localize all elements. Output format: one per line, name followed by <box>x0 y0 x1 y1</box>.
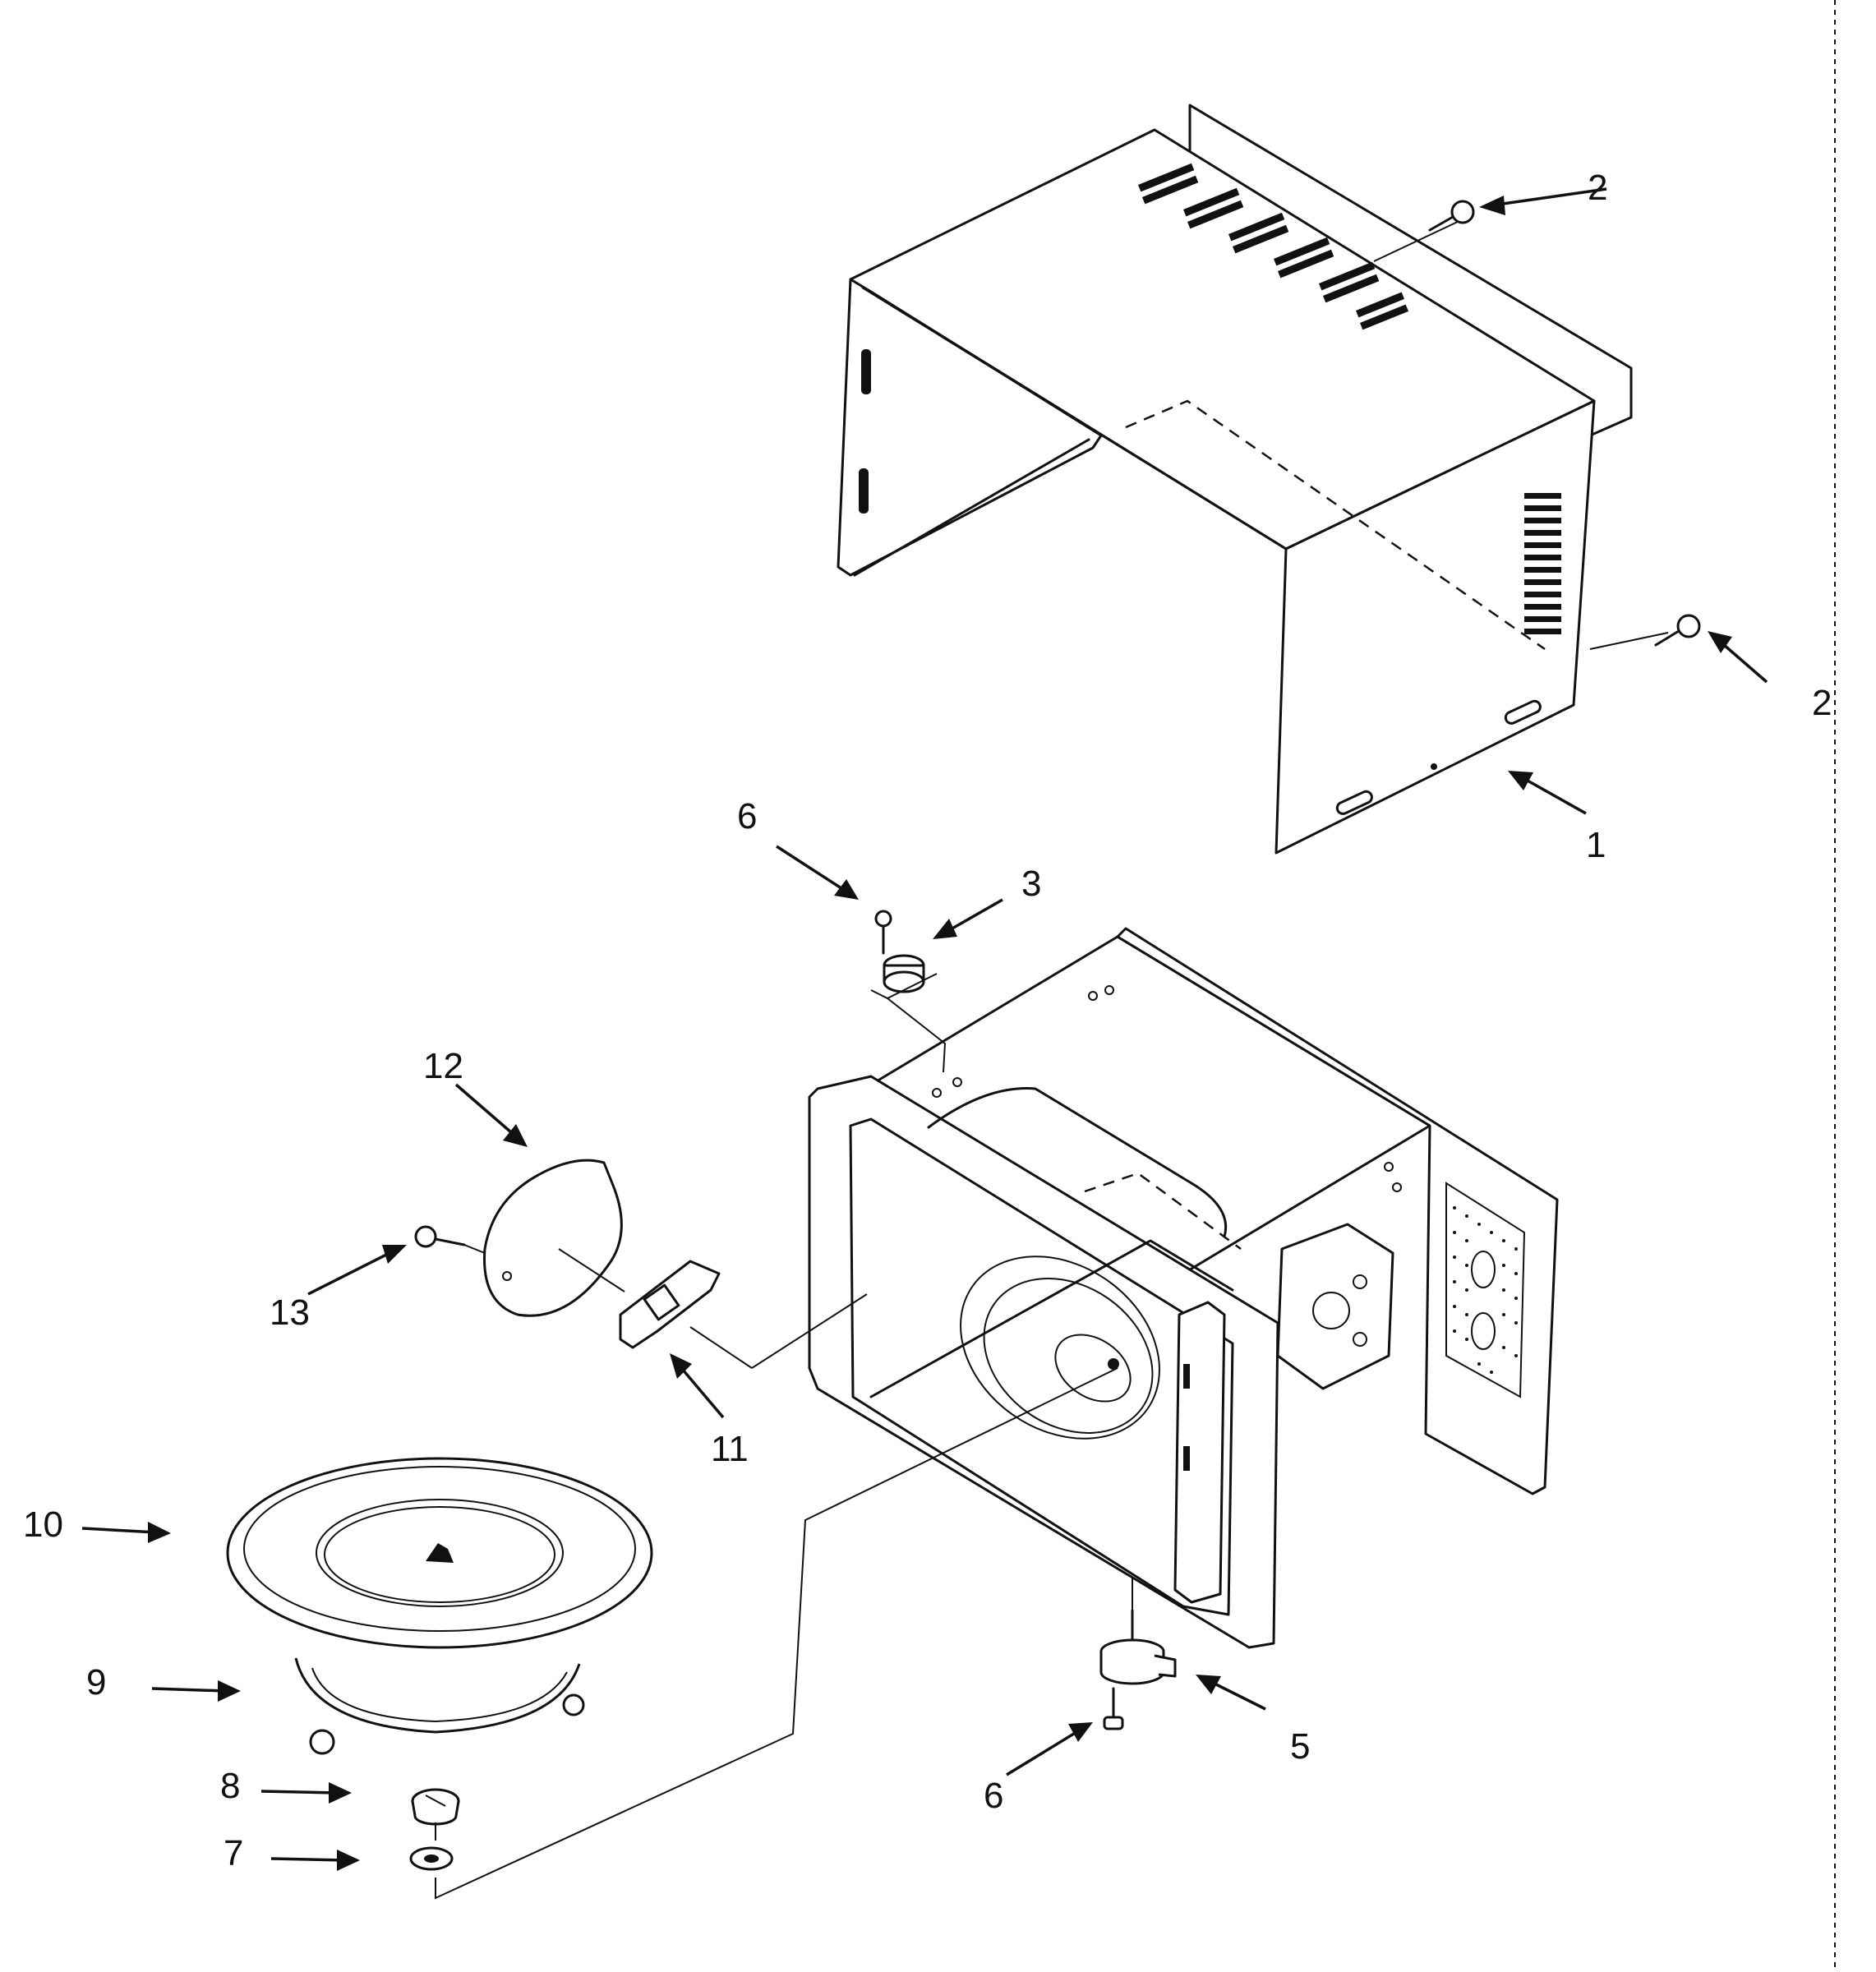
lamp-socket <box>619 1260 868 1369</box>
thermal-cutout <box>870 954 947 1073</box>
coupler <box>411 1788 460 1841</box>
callout-12: 12 <box>423 1046 463 1086</box>
callout-labels: 1 2 2 3 5 6 6 7 8 9 10 11 12 13 <box>23 168 1832 1873</box>
callout-13: 13 <box>270 1292 310 1333</box>
lamp-cover <box>483 1159 625 1317</box>
callout-8: 8 <box>220 1766 240 1806</box>
assembly-leader-line <box>435 1367 1118 1900</box>
callout-7: 7 <box>224 1833 243 1873</box>
screw-side <box>1654 614 1701 647</box>
oven-chassis <box>808 927 1559 1649</box>
callout-6-top: 6 <box>737 796 757 836</box>
callout-11: 11 <box>711 1429 749 1469</box>
callout-10: 10 <box>23 1504 63 1545</box>
screw-motor <box>1103 1687 1124 1730</box>
side-vents <box>1524 493 1561 634</box>
screw-thermal <box>874 910 892 955</box>
perforation-dots <box>1453 1206 1518 1374</box>
callout-arrows <box>81 187 1768 1871</box>
top-vents <box>1138 163 1409 330</box>
screw-top <box>1428 200 1475 232</box>
callout-2-top: 2 <box>1588 168 1607 208</box>
turntable-motor <box>1099 1578 1177 1685</box>
washer <box>409 1846 454 1871</box>
callout-9: 9 <box>86 1662 106 1702</box>
glass-tray <box>226 1457 653 1649</box>
callout-3: 3 <box>1021 864 1041 904</box>
callout-5: 5 <box>1290 1726 1310 1767</box>
callout-1: 1 <box>1586 825 1606 865</box>
roller-ring <box>294 1657 585 1755</box>
callout-2-side: 2 <box>1812 683 1832 723</box>
outer-cabinet <box>837 104 1669 855</box>
lamp-cover-screw <box>414 1225 486 1254</box>
callout-6-bottom: 6 <box>984 1776 1003 1816</box>
